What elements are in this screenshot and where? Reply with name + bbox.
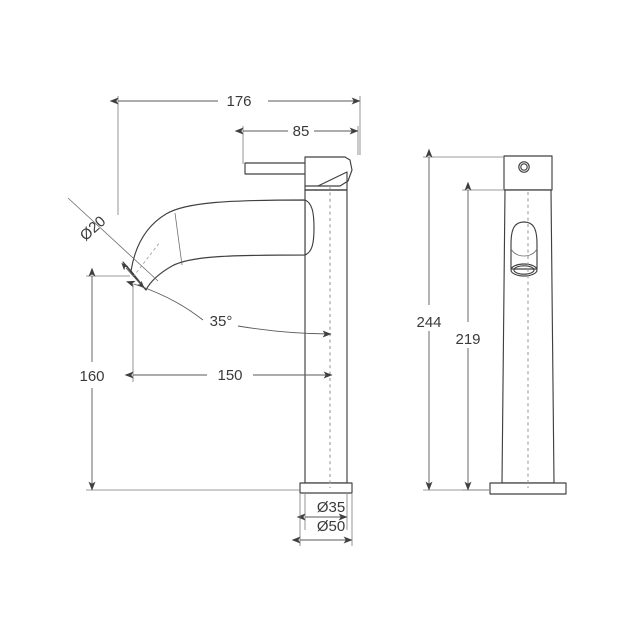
spout-body-joint xyxy=(304,199,315,256)
base-flange xyxy=(299,482,353,494)
dim-label-diameter-50: Ø50 xyxy=(317,518,345,535)
dimension-150: 150 xyxy=(124,284,333,384)
dim-label-angle-35: 35° xyxy=(210,313,233,330)
handle-cap-joint xyxy=(304,171,348,191)
front-handle-cap xyxy=(503,155,553,191)
dim-label-diameter-20: Ø20 xyxy=(77,213,109,245)
body-column-outline xyxy=(304,189,348,484)
cap-screw-hole-inner-icon xyxy=(520,163,528,171)
lever-end-ellipse-outer xyxy=(510,263,538,277)
front-elevation-view: 244 219 xyxy=(416,148,567,495)
dimension-244: 244 xyxy=(416,148,503,491)
cap-screw-hole-outer-icon xyxy=(518,161,530,173)
dimension-diameter-50: Ø50 xyxy=(291,494,353,546)
dim-label-176: 176 xyxy=(226,93,251,110)
dimension-diameter-35: Ø35 xyxy=(296,494,348,530)
front-handle-lever xyxy=(510,221,538,270)
dim-label-150: 150 xyxy=(217,367,242,384)
spout-bend-seam xyxy=(174,212,183,266)
dim-line-d20 xyxy=(121,262,145,289)
dim-label-244: 244 xyxy=(416,314,441,331)
arc-line-35-left xyxy=(126,280,204,321)
dim-label-219: 219 xyxy=(455,331,480,348)
dim-label-diameter-35: Ø35 xyxy=(317,499,345,516)
lever-end-ellipse-inner xyxy=(513,265,535,275)
handle-lever xyxy=(244,162,310,175)
lever-seam-line xyxy=(510,248,538,257)
dimension-angle-35: 35° xyxy=(126,280,332,338)
dimension-160: 160 xyxy=(79,267,300,491)
handle-cap xyxy=(304,156,353,187)
spout-outline xyxy=(130,199,306,291)
dim-label-160: 160 xyxy=(79,368,104,385)
side-elevation-view: 176 85 Ø20 35° xyxy=(67,93,361,546)
dim-label-85: 85 xyxy=(293,123,310,140)
dimension-219: 219 xyxy=(455,181,503,491)
dimension-176: 176 xyxy=(109,93,361,215)
dimension-85: 85 xyxy=(234,123,359,164)
arc-line-35-right xyxy=(237,325,332,338)
front-base-flange xyxy=(489,482,567,495)
